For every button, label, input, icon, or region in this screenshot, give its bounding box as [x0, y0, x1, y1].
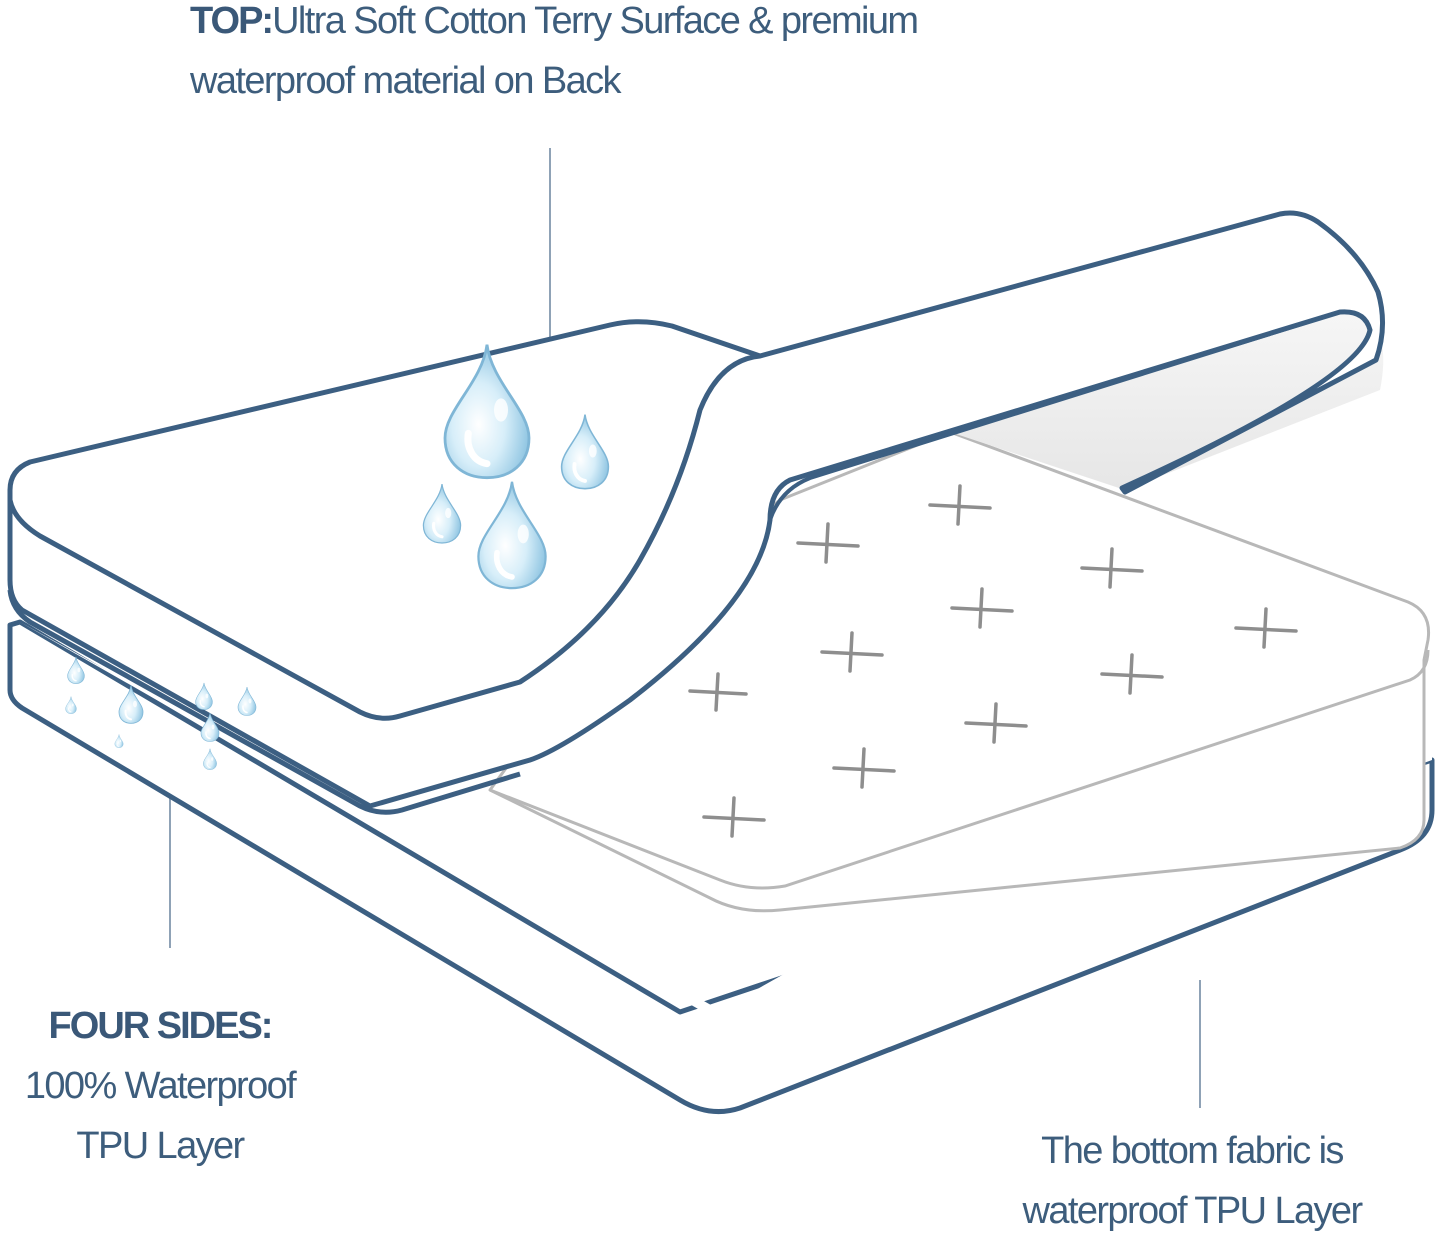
inner-mattress-top-edge	[489, 649, 1430, 890]
bottom-annotation-line1: The bottom fabric is	[1041, 1130, 1344, 1172]
top-annotation-heading: TOP:	[190, 0, 274, 42]
stitch-cross-icon	[928, 484, 992, 526]
stitch-cross-icon	[950, 587, 1014, 629]
stitch-cross-icon	[796, 522, 860, 564]
top-annotation: TOP:Ultra Soft Cotton Terry Surface & pr…	[190, 0, 919, 111]
fold-underside	[950, 303, 1384, 490]
protector-top-sheet	[7, 210, 1386, 809]
stitch-cross-icon	[688, 672, 748, 712]
four-sides-line2: TPU Layer	[76, 1125, 245, 1167]
stitch-cross-icon	[702, 796, 766, 838]
protector-side-band	[7, 589, 521, 815]
top-annotation-line1: Ultra Soft Cotton Terry Surface & premiu…	[272, 0, 919, 42]
stitch-cross-icon	[964, 702, 1028, 744]
stitch-cross-icon	[1234, 607, 1298, 649]
top-sheet-inner-edge	[7, 353, 761, 721]
stitch-cross-icon	[820, 631, 884, 673]
stitch-cross-icon	[1080, 547, 1144, 589]
bottom-annotation: The bottom fabric is waterproof TPU Laye…	[992, 1121, 1392, 1241]
four-sides-line1: 100% Waterproof	[24, 1065, 297, 1107]
four-sides-annotation: FOUR SIDES: 100% Waterproof TPU Layer	[0, 996, 320, 1176]
top-annotation-line2: waterproof material on Back	[190, 60, 622, 102]
top-sheet-fold-edge	[768, 310, 1341, 521]
stitch-pattern	[688, 484, 1298, 838]
stitch-cross-icon	[1100, 653, 1164, 695]
stitch-cross-icon	[832, 747, 896, 789]
four-sides-heading: FOUR SIDES:	[48, 1005, 274, 1047]
bottom-annotation-line2: waterproof TPU Layer	[1022, 1190, 1363, 1232]
